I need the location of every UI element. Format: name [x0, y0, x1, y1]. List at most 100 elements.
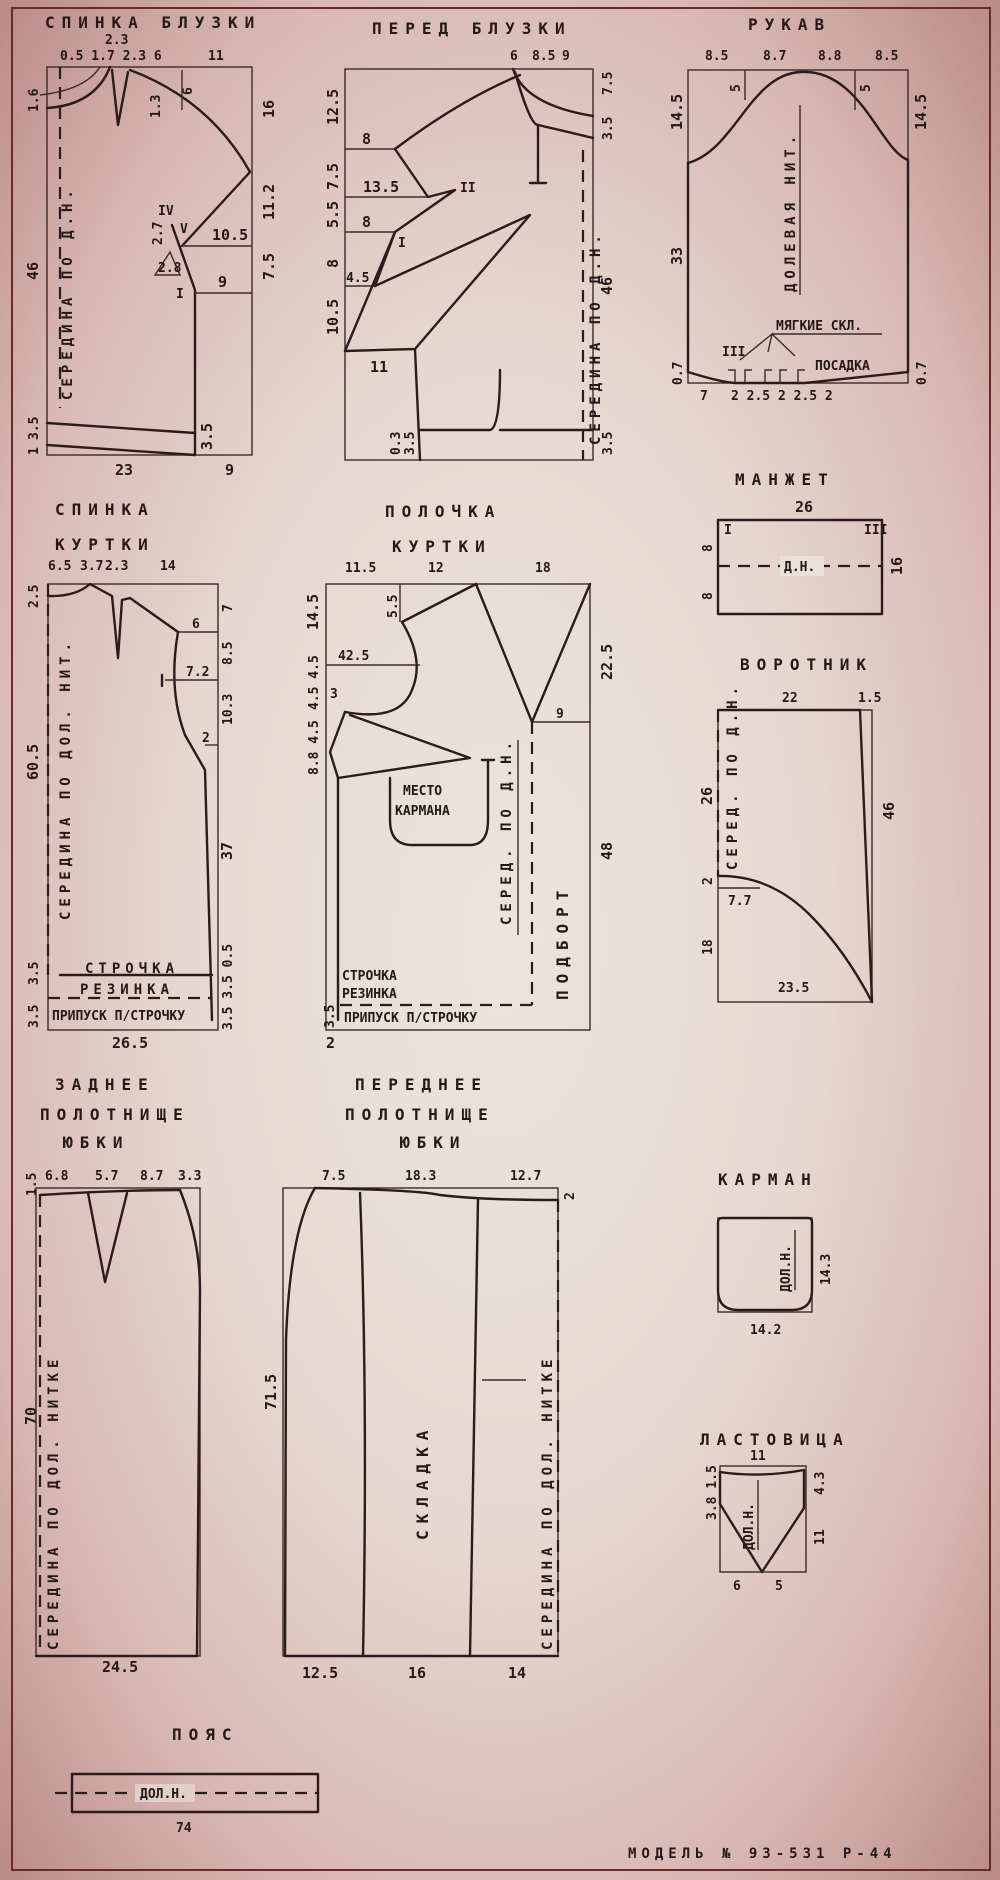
dim-label: 14.5: [668, 94, 686, 130]
notch-mark: IV: [158, 204, 174, 219]
grain-label: ДОЛ.Н.: [742, 1503, 757, 1550]
dim-label: 5: [729, 84, 744, 92]
grain-label: Д.Н.: [784, 560, 815, 575]
dim-label: 2.7: [151, 222, 166, 245]
dim-label: 11.2: [260, 184, 278, 220]
grain-label: СЕРЕД. ПО Д.Н.: [725, 682, 741, 870]
piece-title: СПИНКА: [55, 500, 155, 519]
piece-title: МАНЖЕТ: [735, 470, 835, 489]
dim-label: 8.8 4.5: [307, 720, 322, 775]
dim-label: 11: [370, 358, 388, 376]
dim-label: 11.5: [345, 561, 376, 576]
dim-label: 5.5: [386, 595, 401, 618]
piece-blouse-front: ПЕРЕД БЛУЗКИ 6 8.5 9 СЕРЕДИНА ПО Д.Н. 7.…: [324, 19, 616, 462]
grain-label: СЕРЕДИНА ПО ДОЛ. НИТКЕ: [540, 1355, 556, 1650]
grain-label: СЕРЕДИНА ПО ДОЛ. НИТ.: [58, 638, 74, 920]
dim-label: 14: [508, 1664, 526, 1682]
dim-label: 74: [176, 1821, 192, 1836]
piece-title: ПОЛОТНИЩЕ: [345, 1105, 495, 1124]
dim-label: 9: [562, 49, 570, 64]
grain-label: СЕРЕДИНА ПО ДОЛ. НИТКЕ: [46, 1355, 62, 1650]
dim-label: 6: [192, 617, 200, 632]
dim-label: 8: [324, 259, 342, 268]
piece-skirt-front: ПЕРЕДНЕЕ ПОЛОТНИЩЕ ЮБКИ 7.5 18.3 12.7 СЕ…: [262, 1075, 578, 1682]
dim-label: 48: [598, 842, 616, 860]
dim-label: 0.7: [915, 362, 930, 385]
piece-sleeve: РУКАВ 8.5 8.7 8.8 8.5 ДОЛЕВАЯ НИТ. МЯГКИ…: [668, 15, 930, 404]
dim-label: 18: [701, 939, 716, 955]
dim-label: 18: [535, 561, 551, 576]
dim-label: 1.5: [858, 691, 881, 706]
dim-label: 2.3: [105, 559, 128, 574]
dim-label: 13.5: [363, 178, 399, 196]
dim-label: 1.5: [25, 1173, 40, 1196]
shoulder: [393, 73, 522, 151]
dim-label: 14.5: [912, 94, 930, 130]
dim-label: 1.6: [27, 88, 42, 112]
neckline: [511, 67, 595, 118]
dim-label: 3.5: [403, 432, 418, 455]
piece-title: КУРТКИ: [392, 537, 492, 556]
annotation: МЕСТО: [403, 784, 442, 799]
dim-label: 3.5: [323, 1005, 338, 1028]
annotation: СТРОЧКА: [342, 969, 397, 984]
annotation: МЯГКИЕ СКЛ.: [776, 319, 862, 334]
dim-label: 2: [202, 731, 210, 746]
dim-label: 8.5: [875, 49, 898, 64]
piece-title: КУРТКИ: [55, 535, 155, 554]
piece-title: ЮБКИ: [63, 1133, 130, 1152]
dim-label: 71.5: [262, 1374, 280, 1410]
waistline: [313, 1186, 560, 1202]
dim-label: 16: [260, 100, 278, 118]
grain-label: ДОЛ.Н.: [140, 1787, 187, 1802]
dim-label: 8.5: [705, 49, 728, 64]
dim-label: 11: [813, 1529, 828, 1545]
notch-mark: I: [176, 287, 184, 302]
piece-collar: ВОРОТНИК 22 1.5 СЕРЕД. ПО Д.Н. 26 2 18 4…: [698, 655, 898, 1004]
notch-mark: II: [460, 181, 476, 196]
dim-label: 24.5: [102, 1658, 138, 1676]
piece-title: ПОЛОТНИЩЕ: [40, 1105, 190, 1124]
side-seam: [283, 1186, 560, 1658]
piece-belt: ПОЯС ДОЛ.Н. 74: [55, 1725, 320, 1836]
piece-pocket: КАРМАН ДОЛ.Н. 14.3 14.2: [716, 1170, 834, 1338]
bust-dart: [328, 710, 472, 780]
armhole: [128, 68, 252, 248]
dim-label: 10.5: [324, 299, 342, 335]
dim-label: 5.7: [95, 1169, 118, 1184]
dim-label: 2: [326, 1034, 335, 1052]
dim-label: 60.5: [24, 744, 42, 780]
dim-label: 6: [510, 49, 518, 64]
dim-label: 7.5: [322, 1169, 345, 1184]
dim-label: 8: [362, 130, 371, 148]
dim-label: 5: [775, 1579, 783, 1594]
dim-label: 10.5: [212, 226, 248, 244]
annotation: ПРИПУСК П/СТРОЧКУ: [52, 1009, 185, 1024]
piece-blouse-back: СПИНКА БЛУЗКИ 2.3 0.5 1.7 2.3 6 11 СЕРЕД…: [24, 13, 278, 479]
dim-label: 7.7: [728, 894, 751, 909]
dim-label: 12: [428, 561, 444, 576]
dim-label: 3.5: [27, 1005, 42, 1028]
dim-label: 5.5: [324, 201, 342, 228]
dim-label: 14.2: [750, 1323, 781, 1338]
dim-label: 0.5 1.7 2.3 6: [60, 49, 162, 64]
dim-label: 2 2.5 2 2.5 2: [731, 389, 833, 404]
neckline: [45, 65, 112, 110]
sleeve-hem: [686, 370, 910, 385]
grain-label: СЕРЕДИНА ПО Д.Н.: [588, 230, 604, 445]
bounding-rect: [717, 1217, 813, 1313]
dim-label: 6.8: [45, 1169, 69, 1184]
piece-title: ПЕРЕДНЕЕ: [355, 1075, 488, 1094]
dim-label: 3.5: [198, 423, 216, 450]
annotation: СТРОЧКА: [85, 961, 179, 977]
dim-label: 12.5: [302, 1664, 338, 1682]
dim-label: 7: [221, 604, 236, 612]
annotation: КАРМАНА: [395, 804, 450, 819]
dim-label: 37: [218, 842, 236, 860]
dim-label: 33: [668, 247, 686, 265]
dim-label: 26: [795, 498, 813, 516]
notch-mark: V: [180, 222, 188, 237]
dim-label: 16: [888, 557, 906, 575]
dim-label: 3.5 3.5 0.5: [221, 944, 236, 1030]
dim-label: 46: [24, 262, 42, 280]
